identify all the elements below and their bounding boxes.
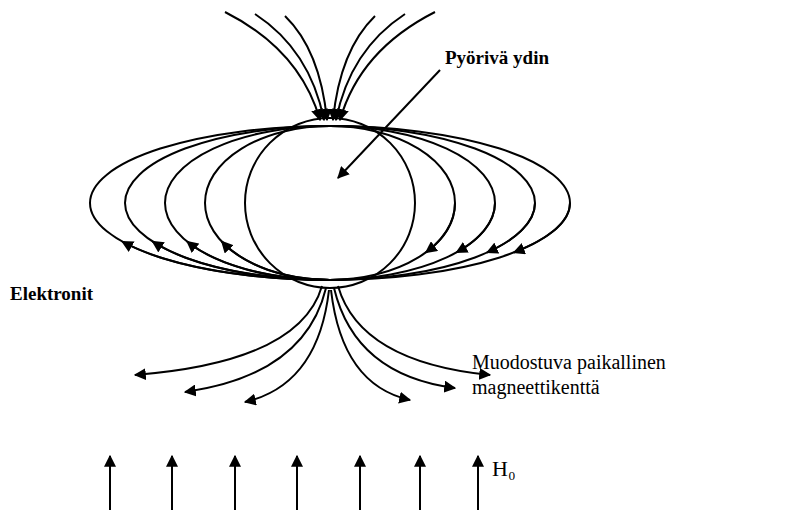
- part-label: Pyörivä ydin: [445, 46, 549, 70]
- orbit-arrow: [456, 203, 495, 253]
- electron-orbit: [205, 126, 455, 280]
- field-line: [331, 290, 410, 400]
- external-field-arrow: [234, 456, 236, 510]
- orbit-arrow: [487, 203, 535, 253]
- external-field-arrow: [296, 456, 298, 510]
- orbit-arrow: [122, 242, 330, 281]
- field-line: [255, 14, 324, 120]
- field-line: [245, 290, 329, 402]
- external-field-arrow: [171, 456, 173, 510]
- field-line: [340, 12, 435, 120]
- orbit-arrow: [514, 203, 570, 253]
- electron-orbit: [165, 126, 495, 280]
- leader-line: [338, 70, 440, 178]
- field-line: [338, 286, 490, 375]
- external-field-arrow: [419, 456, 421, 510]
- external-field-arrow: [359, 456, 361, 510]
- field-line: [334, 288, 455, 388]
- field-symbol: H₀: [492, 455, 516, 483]
- electron-orbit: [125, 126, 535, 280]
- field-line: [135, 286, 322, 375]
- electron-orbit: [90, 126, 570, 280]
- orbit-arrow: [426, 203, 455, 253]
- external-field-arrow: [109, 456, 111, 510]
- part-label: Elektronit: [10, 282, 93, 306]
- nucleus-circle: [245, 118, 415, 288]
- field-label: Muodostuva paikallinen magneettikenttä: [472, 350, 782, 400]
- external-field-arrow: [477, 456, 479, 510]
- field-line: [185, 288, 326, 392]
- field-line: [285, 16, 327, 120]
